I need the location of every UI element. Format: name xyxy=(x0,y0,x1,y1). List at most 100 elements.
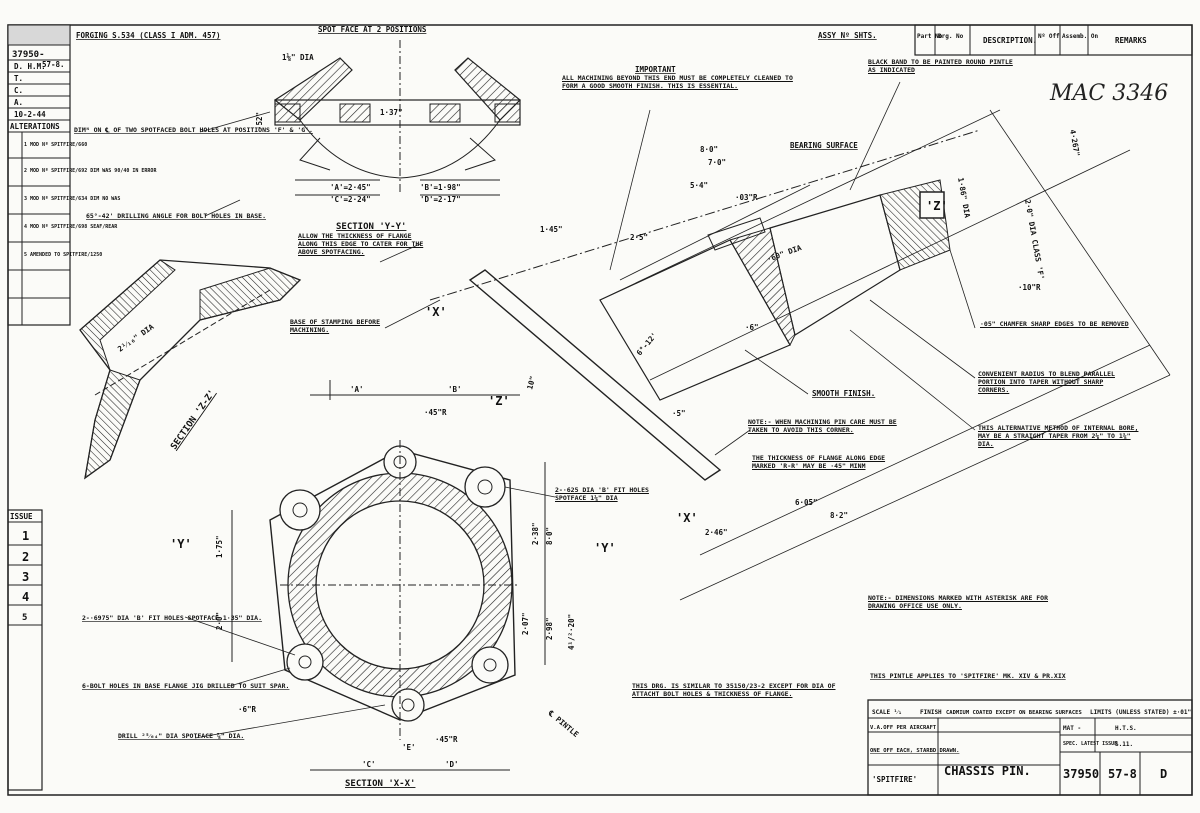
issue-table: ISSUE 1 2 3 4 5 xyxy=(7,509,43,791)
xx-175: 1·75" xyxy=(215,535,224,558)
yy-dim-137: 1·37" xyxy=(380,108,403,117)
alteration-row-5: 10-2-44 xyxy=(14,110,46,119)
section-yy: SECTION 'Y-Y' 'A'=2·45" 'C'=2·24" 'B'=1·… xyxy=(255,25,521,232)
alteration-row-1: D. H.M. xyxy=(14,62,46,71)
section-yy-label: SECTION 'Y-Y' xyxy=(336,222,406,232)
forging-note-1: FORGING S.534 (CLASS I ADM. 457) xyxy=(76,31,221,40)
important-title: IMPORTANT xyxy=(635,65,676,74)
dim-25: 2·5" xyxy=(630,233,648,242)
flange-thickness-note: THE THICKNESS OF FLANGE ALONG EDGE MARKE… xyxy=(752,454,886,470)
col-remarks: REMARKS xyxy=(1115,36,1147,45)
bolt-holes-note: 6-BOLT HOLES IN BASE FLANGE JIG DRILLED … xyxy=(82,682,289,690)
dim-80: 8·0" xyxy=(700,145,718,154)
col-drg-no: Drg. No xyxy=(938,33,964,40)
dim-6b: ·6" xyxy=(745,323,759,332)
title-finish-label: FINISH xyxy=(920,709,942,716)
dim-4267: 4·267" xyxy=(1068,129,1082,157)
dim-605: 6·05" xyxy=(795,498,818,507)
xx-207: 2·07" xyxy=(521,612,530,635)
alterations-column: 37950- 57-8. D. H.M. T. C. A. 10-2-44 AL… xyxy=(7,24,157,326)
alteration-note-2: 2 MOD Nº SPITFIRE/692 DIM WAS 90/40 IN E… xyxy=(24,168,157,174)
dim-54: 5·4" xyxy=(690,181,708,190)
pintle-z-mark: 'Z' xyxy=(926,199,948,213)
dim-82: 8·2" xyxy=(830,511,848,520)
alteration-note-4: 4 MOD Nº SPITFIRE/698 SEAF/REAR xyxy=(24,224,118,230)
xx-b: 'B' xyxy=(448,385,462,394)
holes-b-note: 2-·6975" DIA 'B' FIT HOLES SPOTFACE 1·35… xyxy=(82,614,262,622)
alteration-header-sub: 57-8. xyxy=(42,60,65,69)
dim-70: 7·0" xyxy=(708,158,726,167)
title-aircraft: 'SPITFIRE' xyxy=(872,775,917,784)
zz-dim-dia: 2¹⁄₁₆" DIA xyxy=(116,322,156,354)
machining-note: NOTE:- WHEN MACHINING PIN CARE MUST BE T… xyxy=(748,418,897,434)
alterations-label: ALTERATIONS xyxy=(10,122,60,131)
title-mat-value: H.T.S. xyxy=(1115,725,1137,732)
xx-80: 8·0" xyxy=(545,527,554,545)
col-part-no: Part No xyxy=(917,33,943,40)
sheet-border xyxy=(7,24,1193,796)
title-spec-value: S.11. xyxy=(1115,741,1133,748)
assy-sheets: ASSY Nº SHTS. xyxy=(818,31,877,40)
col-assembly-on: Assemb. On xyxy=(1062,33,1099,40)
similar-note: THIS DRG. IS SIMILAR TO 35150/23-2 EXCEP… xyxy=(632,682,836,698)
dim-246: 2·46" xyxy=(705,528,728,537)
alteration-note-1: 1 MOD Nº SPITFIRE/660 xyxy=(24,142,87,148)
allow-thickness-note: ALLOW THE THICKNESS OF FLANGE ALONG THIS… xyxy=(298,232,424,256)
dim-class: 2·0" DIA CLASS 'F' xyxy=(1023,199,1046,281)
dim-145: 1·45" xyxy=(540,225,563,234)
xx-r45: ·45"R xyxy=(424,408,447,417)
section-xx: SECTION 'X-X' 'A' 'B' 'C' 'D' 'E' ·45"R … xyxy=(170,380,616,789)
issue-1: 1 xyxy=(22,529,29,543)
xx-r6: ·6"R xyxy=(238,705,257,714)
parts-list-header: Part No Drg. No DESCRIPTION. Nº Off Asse… xyxy=(818,24,1193,56)
left-notes: FORGING S.534 (CLASS I ADM. 457) DIMᴺ ON… xyxy=(74,31,313,740)
xx-298: 2·98" xyxy=(545,617,554,640)
chamfer-note: ·05" CHAMFER SHARP EDGES TO BE REMOVED xyxy=(980,320,1129,328)
pintle-x-bottom: 'X' xyxy=(676,511,698,525)
title-limits: LIMITS (UNLESS STATED) ±·01" xyxy=(1090,709,1191,716)
issue-3: 3 xyxy=(22,570,29,584)
bearing-surface: BEARING SURFACE xyxy=(790,141,858,150)
xx-e: 'E' xyxy=(402,743,416,752)
yy-dim-c: 'C'=2·24" xyxy=(330,195,371,204)
holes-a-note: 2-·625 DIA 'B' FIT HOLES SPOTFACE 1⅛" DI… xyxy=(555,486,649,502)
title-sheet: 57-8 xyxy=(1108,767,1137,781)
title-mat-label: MAT - xyxy=(1063,725,1081,732)
asterisk-note: NOTE:- DIMENSIONS MARKED WITH ASTERISK A… xyxy=(868,594,1049,610)
applies-note: THIS PINTLE APPLIES TO 'SPITFIRE' MK. XI… xyxy=(870,672,1066,680)
leader-lines xyxy=(184,81,976,739)
title-block: SCALE ¹⁄₁ FINISH CADMIUM COATED EXCEPT O… xyxy=(867,699,1193,796)
alteration-row-3: C. xyxy=(14,86,23,95)
title-drawing-no: 37950 xyxy=(1063,767,1099,781)
yy-dim-d: 'D'=2·17" xyxy=(420,195,461,204)
dim-6a: 6°-12' xyxy=(635,331,659,358)
drilling-angle-note: 65°-42' DRILLING ANGLE FOR BOLT HOLES IN… xyxy=(86,212,266,220)
yy-dim-dia: 1⅛" DIA xyxy=(282,53,314,62)
xx-y-left: 'Y' xyxy=(170,537,192,551)
pintle-z-lower: 'Z' xyxy=(488,394,510,408)
smooth-finish-note: SMOOTH FINISH. xyxy=(812,389,875,398)
dim-03r: ·03"R xyxy=(735,193,758,202)
alternative-note: THIS ALTERNATIVE METHOD OF INTERNAL BORE… xyxy=(978,424,1139,448)
title-description: CHASSIS PIN. xyxy=(944,764,1031,778)
radius-note: CONVENIENT RADIUS TO BLEND PARALLEL PORT… xyxy=(978,370,1115,394)
alteration-note-5: 5 AMENDED TO SPITFIRE/1250 xyxy=(24,252,102,258)
alteration-note-3: 3 MOD Nº SPITFIRE/634 DIM NO WAS xyxy=(24,196,120,202)
base-stamping-note: BASE OF STAMPING BEFORE MACHINING. xyxy=(290,318,381,334)
col-no-off: Nº Off xyxy=(1038,33,1060,40)
dim-5: ·5" xyxy=(672,409,686,418)
dim-spotfaced-note: DIMᴺ ON ℄ OF TWO SPOTFACED BOLT HOLES AT… xyxy=(74,126,313,134)
title-scale: SCALE ¹⁄₁ xyxy=(872,709,902,716)
title-firm: V.A.OFF PER AIRCRAFT xyxy=(870,725,937,731)
xx-d: 'D' xyxy=(445,760,459,769)
alteration-row-4: A. xyxy=(14,98,23,107)
handwritten-ref: MAC 3346 xyxy=(1049,81,1168,106)
pintle-centerline: ℄ PINTLE xyxy=(546,708,581,739)
dim-10r: ·10"R xyxy=(1018,283,1041,292)
xx-a: 'A' xyxy=(350,385,364,394)
issue-5: 5 xyxy=(22,613,27,623)
black-band-note: BLACK BAND TO BE PAINTED ROUND PINTLE AS… xyxy=(868,58,1013,74)
issue-2: 2 xyxy=(22,550,29,564)
